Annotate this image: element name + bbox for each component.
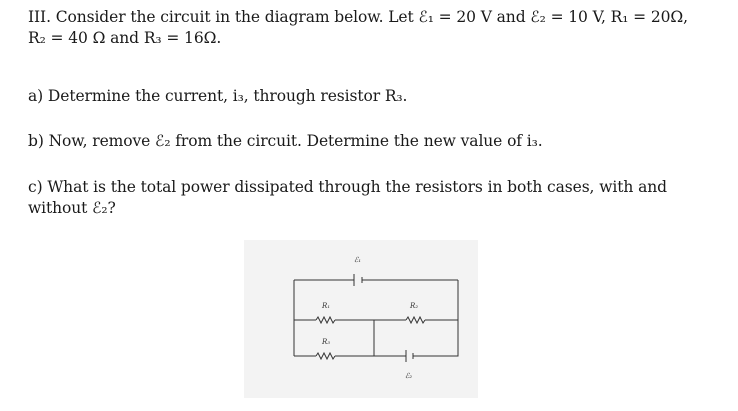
- question-part-c-line-2: without ℰ₂?: [28, 199, 116, 217]
- r1-label: R₁: [321, 302, 330, 310]
- circuit-svg: ℰ₁ R₁ R₂ R₃ ℰ₂: [293, 256, 459, 380]
- emf2-label: ℰ₂: [405, 372, 412, 380]
- problem-intro-line-2: R₂ = 40 Ω and R₃ = 16Ω.: [28, 29, 222, 47]
- resistor-r2: [405, 315, 426, 325]
- question-part-c-line-1: c) What is the total power dissipated th…: [28, 178, 667, 196]
- resistor-r3: [315, 351, 336, 361]
- resistor-r1: [315, 315, 336, 325]
- question-part-a: a) Determine the current, i₃, through re…: [28, 87, 408, 105]
- r2-label: R₂: [409, 302, 418, 310]
- emf1-label: ℰ₁: [354, 256, 361, 264]
- question-part-b: b) Now, remove ℰ₂ from the circuit. Dete…: [28, 132, 543, 150]
- circuit-diagram: ℰ₁ R₁ R₂ R₃ ℰ₂: [244, 240, 478, 398]
- problem-intro-line-1: III. Consider the circuit in the diagram…: [28, 8, 688, 26]
- wire-bottom-right: [413, 320, 459, 357]
- r3-label: R₃: [321, 338, 330, 346]
